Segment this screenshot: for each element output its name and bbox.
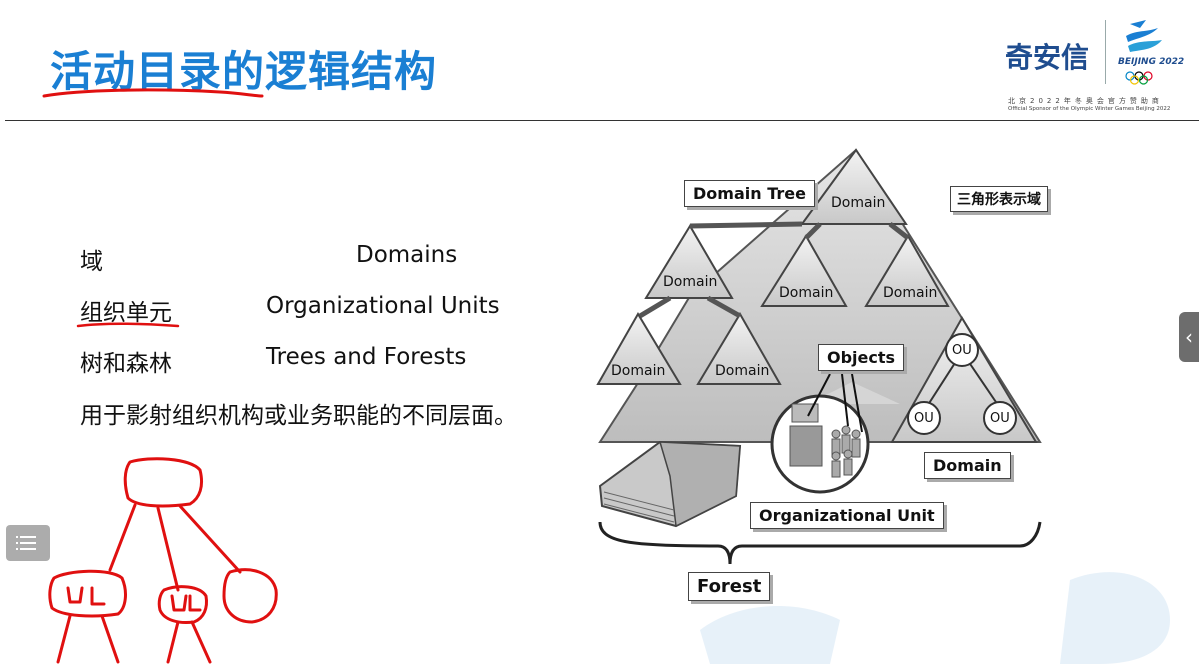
sponsor-text-cn: 北京2022年冬奥会官方赞助商 bbox=[1008, 97, 1163, 105]
sponsor-text-en: Official Sponsor of the Olympic Winter G… bbox=[1008, 106, 1171, 112]
row-cn: 域 bbox=[80, 249, 103, 275]
title-divider bbox=[5, 120, 1199, 121]
objects-label: Objects bbox=[818, 344, 905, 371]
domain-label: Domain bbox=[779, 285, 834, 301]
domain-label: Domain bbox=[831, 195, 886, 211]
forest-label: Forest bbox=[688, 572, 771, 601]
menu-dot-icon bbox=[16, 548, 18, 550]
brand-logo-text: 奇安信 bbox=[1005, 41, 1090, 74]
description-text: 用于影射组织机构或业务职能的不同层面。 bbox=[80, 403, 517, 429]
domain-label: Domain bbox=[883, 285, 938, 301]
menu-dot-icon bbox=[16, 542, 18, 544]
domain-label: Domain bbox=[611, 363, 666, 379]
domain-tree-label: Domain Tree bbox=[684, 180, 815, 207]
menu-line-icon bbox=[20, 542, 36, 544]
brand-divider bbox=[1105, 20, 1106, 84]
menu-line-icon bbox=[20, 548, 36, 550]
domain-label: Domain bbox=[663, 274, 718, 290]
watermark-decoration bbox=[700, 572, 1170, 664]
beijing-2022-text: BEIJING 2022 bbox=[1118, 57, 1185, 67]
row-cn: 树和森林 bbox=[80, 351, 172, 377]
beijing-2022-emblem bbox=[1125, 20, 1162, 85]
row-en: Organizational Units bbox=[266, 293, 500, 319]
ou-label: OU bbox=[952, 343, 972, 358]
title-underline-annotation bbox=[42, 88, 264, 98]
row-cn: 组织单元 bbox=[80, 300, 172, 326]
domain-box-label: Domain bbox=[924, 452, 1011, 479]
menu-dot-icon bbox=[16, 536, 18, 538]
outline-menu-button[interactable] bbox=[6, 525, 50, 561]
row-en: Trees and Forests bbox=[266, 344, 467, 370]
row-en: Domains bbox=[356, 242, 458, 268]
organizational-unit-label: Organizational Unit bbox=[750, 502, 944, 529]
forest-diagram-graphic bbox=[596, 148, 1042, 565]
ou-underline-annotation bbox=[76, 322, 180, 328]
ou-label: OU bbox=[990, 411, 1010, 426]
ou-label: OU bbox=[914, 411, 934, 426]
ad-logical-structure-diagram: Domain Domain Domain Domain Domain Domai… bbox=[590, 146, 1060, 616]
slide-title: 活动目录的逻辑结构 bbox=[50, 47, 438, 96]
handwritten-ou-sketch bbox=[48, 457, 278, 664]
triangle-legend-label: 三角形表示域 bbox=[950, 186, 1048, 212]
domain-label: Domain bbox=[715, 363, 770, 379]
menu-line-icon bbox=[20, 536, 36, 538]
side-panel-toggle[interactable]: ‹ bbox=[1179, 312, 1199, 362]
